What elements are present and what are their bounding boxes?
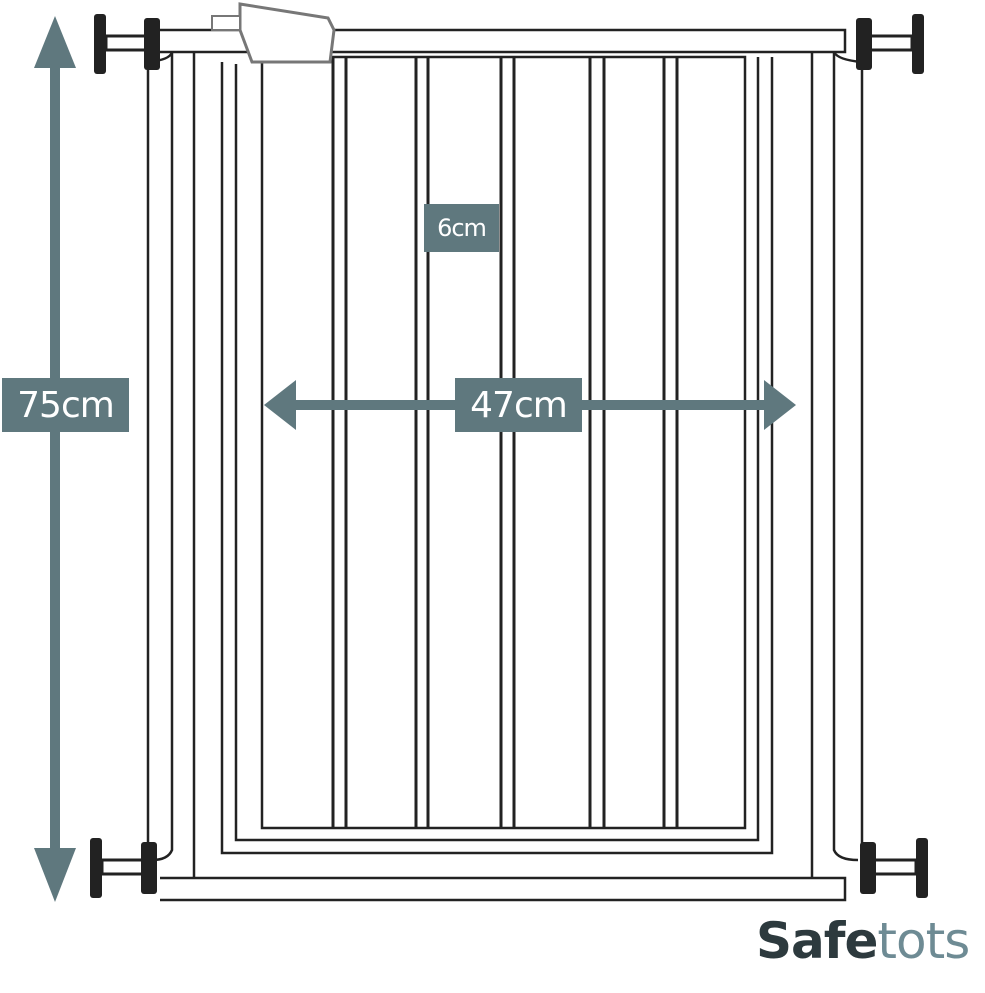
width-label: 47cm xyxy=(455,378,582,432)
pressure-spindle-bottom-right xyxy=(860,838,928,898)
pressure-spindle-bottom-left xyxy=(90,838,157,898)
gate-handle xyxy=(238,2,336,64)
handle-latch xyxy=(211,15,241,31)
logo-part-2: tots xyxy=(877,912,970,970)
logo-part-1: Safe xyxy=(756,912,878,970)
pressure-spindle-top-left xyxy=(94,14,160,74)
safetots-logo: Safetots xyxy=(756,912,970,970)
bar-gap-label: 6cm xyxy=(424,204,499,252)
gate-frame xyxy=(146,28,864,902)
height-arrow xyxy=(34,16,76,902)
pressure-spindle-top-right xyxy=(856,14,924,74)
height-label: 75cm xyxy=(2,378,129,432)
gate-bars xyxy=(331,57,679,828)
